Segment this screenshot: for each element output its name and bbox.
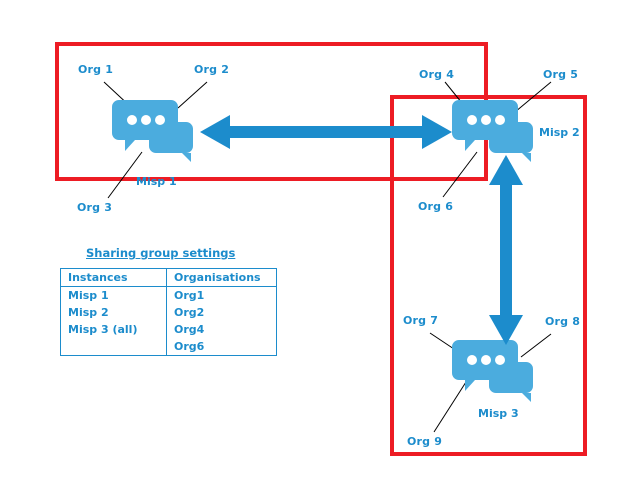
org-label-org6: Org 6 [418, 200, 454, 213]
org-label-org7: Org 7 [403, 314, 439, 327]
bubble-dot-2 [481, 355, 491, 365]
bubble-dot-3 [495, 115, 505, 125]
column-header-instances: Instances [60, 268, 167, 287]
misp-3-icon[interactable] [452, 340, 536, 402]
speech-bubble-front [452, 100, 518, 151]
cell-instance: Misp 2 [60, 304, 167, 321]
speech-bubble-front [452, 340, 518, 391]
bubble-dot-3 [155, 115, 165, 125]
cell-instance [60, 338, 167, 356]
org-label-org5: Org 5 [543, 68, 579, 81]
cell-instance: Misp 3 (all) [60, 321, 167, 338]
cell-organisation: Org6 [174, 340, 205, 353]
cell-organisation: Org1 [174, 289, 205, 302]
org-label-org4: Org 4 [419, 68, 455, 81]
org-label-org1: Org 1 [78, 63, 114, 76]
sharing-box-right [390, 95, 587, 456]
misp-2-icon[interactable] [452, 100, 536, 162]
org-label-org2: Org 2 [194, 63, 230, 76]
cell-organisation: Org2 [174, 306, 205, 319]
cell-instance: Misp 1 [60, 286, 167, 304]
arrow-shaft [500, 183, 512, 317]
bubble-dot-1 [467, 115, 477, 125]
speech-bubble-front [112, 100, 178, 151]
misp-1-label: Misp 1 [136, 175, 177, 188]
table-header-row: Instances Organisations [60, 268, 277, 287]
table-row: Misp 3 (all) Org4 [60, 321, 277, 338]
settings-panel-title: Sharing group settings [86, 246, 236, 260]
table-row: Misp 1 Org1 [60, 286, 277, 304]
bubble-dot-3 [495, 355, 505, 365]
table-row: Org6 [60, 338, 277, 356]
arrowhead-down [489, 315, 523, 345]
arrowhead-right [422, 115, 452, 149]
column-header-organisations: Organisations [166, 268, 277, 287]
org-label-org3: Org 3 [77, 201, 113, 214]
arrowhead-up [489, 155, 523, 185]
misp-2-label: Misp 2 [539, 126, 580, 139]
sync-arrow-misp2-misp3[interactable] [487, 155, 525, 345]
table-row: Misp 2 Org2 [60, 304, 277, 321]
bubble-dot-1 [467, 355, 477, 365]
bubble-dot-2 [481, 115, 491, 125]
misp-3-label: Misp 3 [478, 407, 519, 420]
arrowhead-left [200, 115, 230, 149]
sync-arrow-misp1-misp2[interactable] [200, 113, 452, 151]
org-label-org9: Org 9 [407, 435, 443, 448]
cell-organisation: Org4 [174, 323, 205, 336]
misp-1-icon[interactable] [112, 100, 196, 162]
org-label-org8: Org 8 [545, 315, 581, 328]
bubble-dot-2 [141, 115, 151, 125]
arrow-shaft [228, 126, 424, 138]
bubble-dot-1 [127, 115, 137, 125]
sharing-group-settings-table: Instances Organisations Misp 1 Org1 Misp… [60, 268, 277, 356]
